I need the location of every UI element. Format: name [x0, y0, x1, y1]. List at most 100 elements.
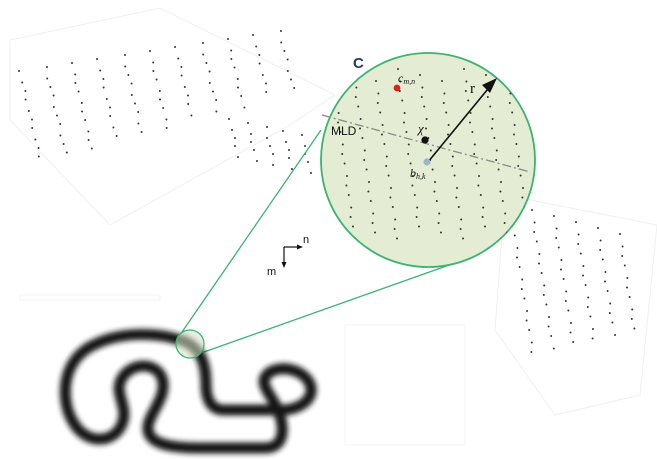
left-dot-39 — [124, 54, 126, 56]
right-dot-43 — [577, 233, 580, 236]
left-dot-57 — [174, 46, 176, 48]
circle-dot-90 — [456, 187, 458, 189]
circle-dot-116 — [491, 118, 494, 120]
circle-dot-48 — [397, 68, 399, 70]
circle-dot-126 — [503, 222, 506, 224]
left-dot-113 — [288, 157, 290, 159]
circle-dot-61 — [416, 206, 419, 209]
left-dot-89 — [280, 41, 283, 44]
circle-dot-133 — [513, 133, 515, 136]
right-dot-13 — [530, 341, 533, 344]
right-dot-47 — [582, 274, 584, 277]
left-dot-100 — [247, 122, 249, 124]
left-dot-119 — [310, 172, 312, 174]
left-dot-110 — [282, 130, 284, 132]
left-dot-118 — [307, 161, 309, 163]
right-dot-48 — [584, 284, 587, 286]
left-dot-55 — [165, 118, 168, 121]
circle-dot-63 — [418, 225, 420, 228]
circle-dot-28 — [369, 200, 372, 202]
circle-dot-38 — [383, 143, 386, 145]
circle-dot-64 — [419, 74, 421, 76]
left-dot-82 — [255, 45, 258, 48]
circle-dot-74 — [434, 181, 436, 183]
right-dot-52 — [592, 328, 594, 330]
circle-dot-43 — [389, 196, 392, 199]
circle-dot-20 — [359, 118, 362, 120]
circle-dot-62 — [415, 216, 418, 218]
left-dot-50 — [152, 70, 155, 72]
left-dot-20 — [71, 62, 73, 64]
left-dot-99 — [237, 156, 239, 158]
left-dot-15 — [56, 114, 58, 117]
b-hk-main: b — [410, 166, 416, 180]
circle-dot-88 — [451, 165, 454, 167]
left-dot-75 — [230, 58, 233, 60]
circle-dot-123 — [499, 190, 502, 193]
left-dot-17 — [59, 134, 62, 137]
right-dot-33 — [560, 259, 563, 261]
right-dot-68 — [623, 264, 626, 267]
circle-dot-125 — [504, 212, 507, 215]
left-dot-56 — [165, 127, 168, 129]
left-dot-87 — [265, 91, 268, 93]
circle-dot-24 — [363, 159, 366, 161]
left-dot-84 — [258, 62, 261, 65]
axis-m-label: m — [267, 266, 276, 278]
zoom-source-circle — [175, 329, 205, 359]
right-dot-41 — [572, 341, 575, 343]
circle-dot-91 — [455, 196, 458, 199]
left-dot-116 — [304, 145, 306, 147]
circle-dot-115 — [489, 105, 492, 108]
left-dot-2 — [24, 90, 27, 92]
circle-dot-65 — [421, 86, 424, 89]
right-dot-29 — [553, 215, 555, 217]
right-dot-15 — [531, 209, 533, 211]
left-dot-102 — [250, 141, 252, 143]
circle-dot-23 — [363, 149, 366, 152]
circle-dot-105 — [475, 162, 478, 165]
circle-dot-130 — [508, 102, 511, 104]
left-dot-74 — [230, 49, 233, 52]
b-hk-label: bh,k — [410, 166, 426, 181]
point-c-mn — [393, 84, 401, 92]
left-dot-46 — [137, 122, 140, 125]
left-dot-90 — [283, 50, 286, 52]
left-dot-16 — [59, 123, 62, 125]
right-dot-73 — [630, 318, 633, 320]
right-dot-17 — [533, 231, 536, 233]
left-dot-111 — [285, 141, 287, 143]
circle-dot-85 — [447, 133, 449, 136]
zoom-line-upper — [181, 129, 322, 333]
right-dot-22 — [543, 284, 546, 287]
left-dot-8 — [37, 147, 40, 149]
left-dot-24 — [80, 102, 83, 104]
right-dot-39 — [570, 322, 572, 324]
circle-dot-16 — [353, 74, 355, 76]
radius-arrowhead — [482, 78, 497, 93]
circle-dot-98 — [464, 90, 467, 92]
circle-dot-77 — [438, 212, 441, 215]
circle-dot-68 — [425, 118, 428, 120]
left-dot-12 — [49, 86, 52, 88]
left-dot-115 — [301, 134, 303, 136]
right-dot-12 — [528, 329, 531, 331]
circle-dot-4 — [337, 112, 340, 114]
right-dot-64 — [614, 334, 616, 336]
circle-dot-0 — [331, 68, 333, 70]
circle-dot-54 — [405, 131, 408, 133]
circle-dot-10 — [346, 175, 348, 177]
left-dot-97 — [234, 137, 236, 139]
right-dot-20 — [538, 262, 540, 265]
left-dot-43 — [130, 94, 133, 96]
right-dot-74 — [633, 327, 636, 330]
right-dot-55 — [599, 239, 602, 242]
mld-line — [321, 114, 531, 173]
circle-dot-59 — [411, 184, 414, 187]
left-dot-4 — [27, 110, 30, 112]
left-dot-31 — [99, 69, 102, 72]
right-dot-7 — [521, 278, 524, 281]
circle-dot-84 — [447, 124, 450, 126]
right-dot-18 — [535, 240, 538, 243]
left-dot-71 — [215, 99, 218, 101]
